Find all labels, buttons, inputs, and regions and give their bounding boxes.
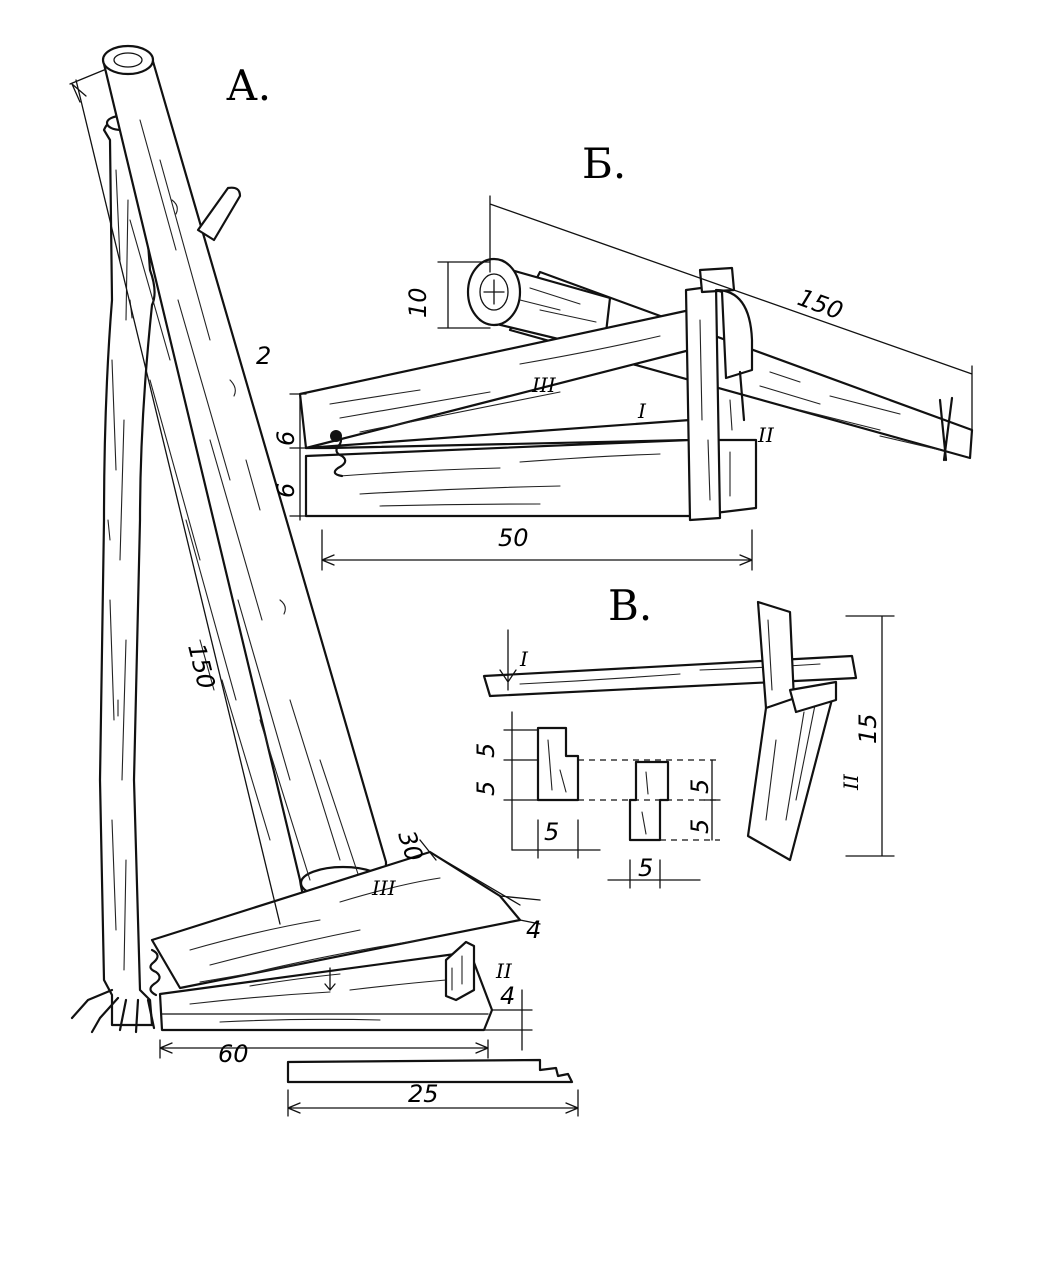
dim-lines-a [69, 69, 579, 1117]
dim-a-lever-length: 25 [408, 1080, 439, 1108]
dim-c-block1-width: 5 [544, 818, 559, 846]
dim-a-pole-length: 150 [182, 641, 220, 692]
dim-c-block2-bottom: 5 [686, 819, 714, 834]
dim-b-base-length: 50 [498, 524, 529, 552]
dim-b-pole-length: 150 [794, 283, 847, 325]
dim-b-log-diameter: 10 [404, 287, 432, 318]
b-spring [332, 435, 347, 478]
part-c-post: II [839, 773, 863, 791]
c-post-ii: II [746, 600, 863, 862]
dim-c-block2-width: 5 [638, 854, 653, 882]
part-b-arm: III [531, 373, 557, 397]
part-a-trigger: II [495, 959, 513, 983]
dim-a-base-thickness: 4 [500, 982, 515, 1010]
dim-lines-c [499, 615, 895, 889]
b-log [466, 257, 612, 352]
lever-board [286, 1058, 574, 1084]
dim-b-gap: 2 [256, 342, 271, 370]
dim-c-post-height: 15 [854, 713, 882, 744]
b-spring-head [330, 430, 342, 442]
part-a-arm: III [371, 876, 397, 900]
panel-a-label: А. [226, 61, 271, 110]
dim-c-block1-bottom: 5 [472, 781, 500, 796]
standing-tree [70, 114, 156, 1034]
base-board: II [158, 940, 513, 1032]
panel-c-label: В. [608, 581, 652, 630]
dim-c-block1-top: 5 [472, 743, 500, 758]
dim-lines-b [289, 195, 973, 571]
part-c-bar: I [519, 647, 529, 671]
panel-c: В. I II [472, 581, 895, 889]
part-b-bar: I [637, 399, 647, 423]
panel-a: А. III [69, 44, 579, 1117]
c-block-1 [536, 726, 580, 802]
dim-a-base-length: 60 [218, 1040, 249, 1068]
dim-c-block2-top: 5 [686, 779, 714, 794]
c-block-2 [628, 760, 670, 842]
arm-board-iii: III [150, 850, 522, 990]
dim-a-arm-thickness: 4 [526, 916, 541, 944]
a-spring [149, 948, 161, 997]
dim-b-base-height: 6 [272, 483, 300, 498]
part-b-trigger: II [757, 423, 775, 447]
panel-b-label: Б. [582, 139, 626, 188]
dim-b-arm-height: 6 [272, 431, 300, 446]
panel-b: Б. III I [256, 139, 974, 571]
